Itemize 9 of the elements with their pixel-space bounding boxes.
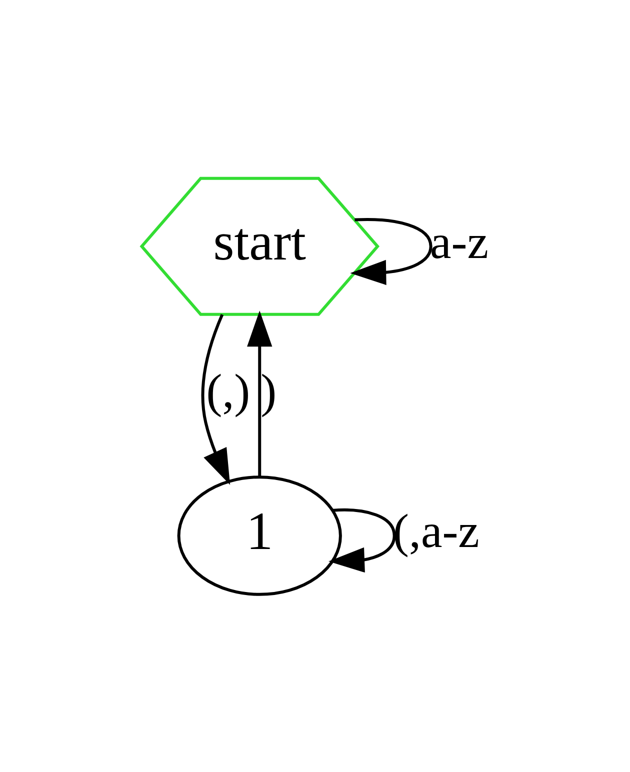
edge-label: a-z: [430, 215, 488, 268]
arrow: [247, 310, 272, 476]
edge-label: (,): [206, 364, 250, 418]
arrow: [328, 508, 396, 572]
edge-label: (,a-z: [393, 504, 480, 558]
edge-label: ): [260, 364, 277, 418]
arrow: [350, 217, 432, 285]
arrow: [201, 314, 230, 484]
node-ellipse: 1: [177, 475, 342, 596]
